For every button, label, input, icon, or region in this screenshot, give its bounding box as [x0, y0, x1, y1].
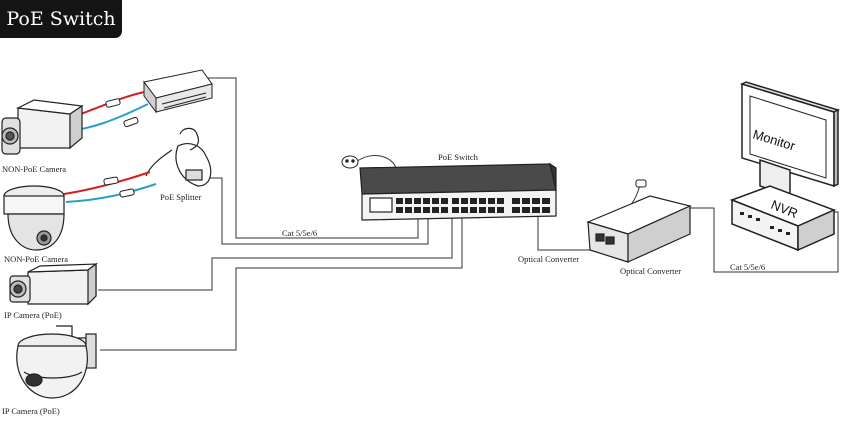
label-non-poe-camera-1: NON-PoE Camera	[2, 164, 66, 174]
label-optical-converter-1: Optical Converter	[518, 254, 579, 264]
switch-power-plug	[341, 155, 359, 169]
non-poe-camera-2	[3, 185, 65, 251]
label-optical-converter-2: Optical Converter	[620, 266, 681, 276]
switch-power-cord	[355, 154, 397, 169]
nvr	[729, 185, 836, 252]
camera1-connectors	[105, 98, 139, 128]
camera2-cables	[63, 171, 157, 203]
label-cable-left: Cat 5/5e/6	[282, 228, 317, 238]
page-title: PoE Switch	[0, 0, 122, 38]
optical-converter	[586, 195, 692, 263]
poe-injector	[143, 69, 213, 114]
cable-splitter-to-switch	[208, 177, 429, 245]
camera2-connectors	[103, 176, 135, 198]
label-poe-switch: PoE Switch	[438, 152, 479, 162]
cable-ipcam1-to-switch	[98, 218, 453, 291]
poe-switch	[359, 162, 557, 221]
non-poe-camera-1	[1, 99, 84, 155]
connection-lines	[98, 77, 839, 351]
label-poe-splitter: PoE Splitter	[160, 192, 201, 202]
monitor	[739, 81, 841, 198]
cable-switch-to-converter	[537, 215, 598, 251]
ip-camera-1	[9, 262, 98, 306]
label-non-poe-camera-2: NON-PoE Camera	[4, 254, 68, 264]
converter-power-plug	[635, 179, 647, 188]
label-ip-camera-2: IP Camera (PoE)	[2, 406, 60, 416]
cable-injector-to-switch	[206, 77, 419, 239]
poe-splitter	[145, 127, 212, 187]
cable-ipcam2-to-switch	[100, 218, 463, 351]
label-cable-right: Cat 5/5e/6	[730, 262, 765, 272]
ip-camera-2	[16, 325, 97, 399]
label-ip-camera-1: IP Camera (PoE)	[4, 310, 62, 320]
